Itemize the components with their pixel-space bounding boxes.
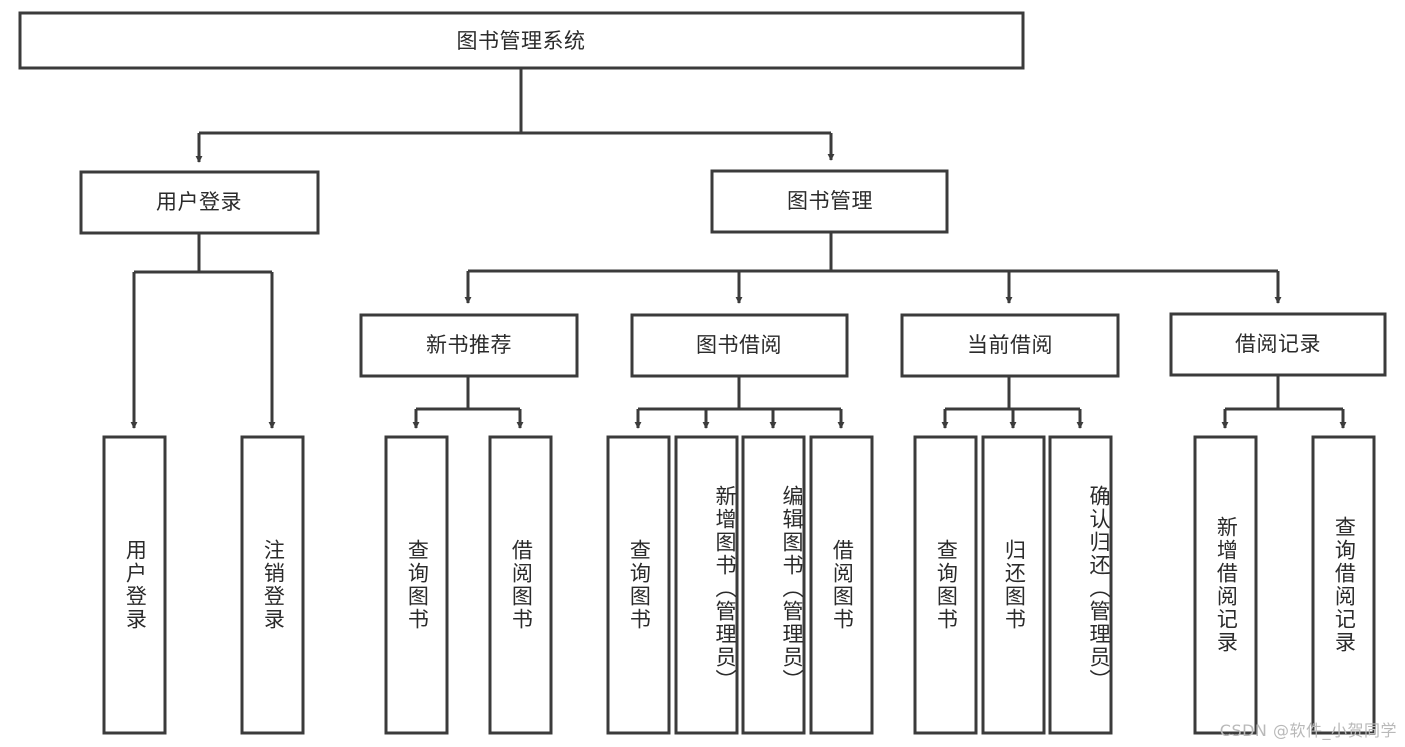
node-user-login[interactable]: 用户登录 — [79, 170, 320, 235]
connector-group-new-book-recommend — [412, 376, 524, 429]
leaf-box-user-login[interactable] — [102, 435, 167, 735]
node-book-borrow-label: 图书借阅 — [696, 333, 782, 357]
node-new-book-recommend-label: 新书推荐 — [426, 333, 512, 357]
connector-group-user-login — [130, 233, 276, 429]
connector-group-borrow-record — [1221, 375, 1347, 429]
connector-group-current-borrow — [941, 376, 1084, 429]
leaf-box-query-book-3[interactable] — [913, 435, 978, 735]
node-user-login-box[interactable] — [79, 170, 320, 235]
leaf-box-borrow-book-2[interactable] — [809, 435, 874, 735]
node-borrow-record-label: 借阅记录 — [1235, 332, 1321, 356]
node-book-manage-label: 图书管理 — [787, 189, 873, 213]
node-root[interactable]: 图书管理系统 — [18, 11, 1025, 70]
node-borrow-record-box[interactable] — [1169, 312, 1387, 377]
node-new-book-recommend-box[interactable] — [359, 313, 579, 378]
leaf-box-confirm-return[interactable] — [1048, 435, 1113, 735]
node-root-label: 图书管理系统 — [457, 29, 586, 53]
csdn-watermark: CSDN @软件_小贺同学 — [1219, 721, 1397, 740]
node-user-login-label: 用户登录 — [156, 190, 242, 214]
node-book-manage[interactable]: 图书管理 — [710, 169, 949, 234]
leaf-box-add-book[interactable] — [674, 435, 739, 735]
node-book-borrow[interactable]: 图书借阅 — [630, 313, 849, 378]
node-book-manage-box[interactable] — [710, 169, 949, 234]
leaf-box-borrow-book-1[interactable] — [488, 435, 553, 735]
connector-group-book-manage — [464, 232, 1282, 304]
node-current-borrow-label: 当前借阅 — [967, 333, 1053, 357]
leaf-box-query-book-1[interactable] — [384, 435, 449, 735]
leaf-box-query-record[interactable] — [1311, 435, 1376, 735]
node-root-box[interactable] — [18, 11, 1025, 70]
leaf-box-query-book-2[interactable] — [606, 435, 671, 735]
node-current-borrow-box[interactable] — [900, 313, 1120, 378]
node-current-borrow[interactable]: 当前借阅 — [900, 313, 1120, 378]
connector-group-root — [195, 68, 835, 163]
connector-group-book-borrow — [634, 376, 845, 429]
leaf-box-add-record[interactable] — [1193, 435, 1258, 735]
leaf-box-return-book[interactable] — [981, 435, 1046, 735]
node-borrow-record[interactable]: 借阅记录 — [1169, 312, 1387, 377]
node-new-book-recommend[interactable]: 新书推荐 — [359, 313, 579, 378]
leaf-box-edit-book[interactable] — [741, 435, 806, 735]
node-book-borrow-box[interactable] — [630, 313, 849, 378]
leaf-box-user-logout[interactable] — [240, 435, 305, 735]
